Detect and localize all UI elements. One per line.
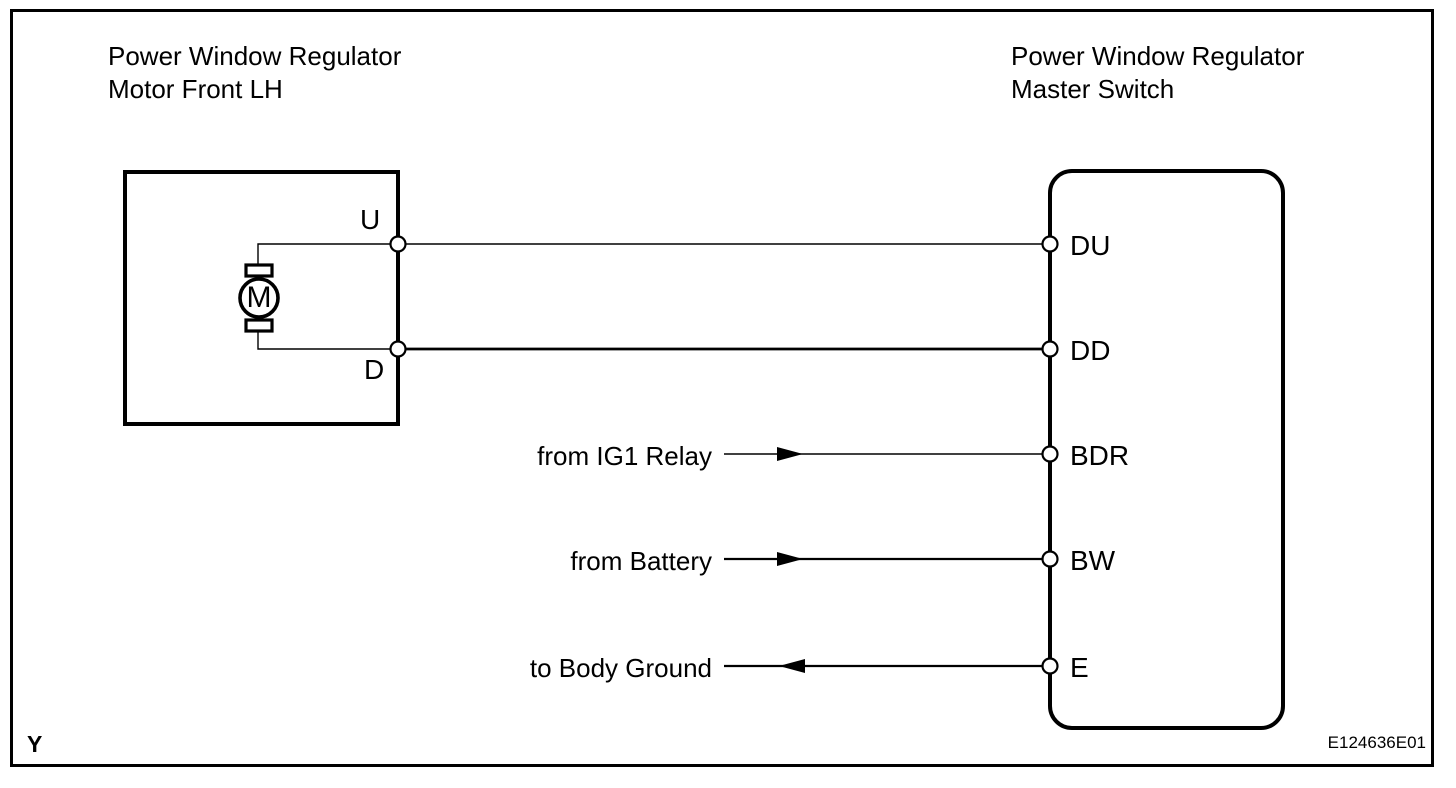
terminal-circle-bw	[1041, 550, 1059, 568]
motor-brush-top	[244, 263, 274, 278]
annotation-from-battery: from Battery	[570, 546, 712, 576]
terminal-label-dd: DD	[1070, 335, 1111, 366]
motor-circle	[238, 277, 280, 319]
terminal-label-bw: BW	[1070, 545, 1116, 576]
master-switch-box	[1048, 169, 1285, 730]
motor-letter: M	[246, 281, 272, 314]
terminal-label-e: E	[1070, 652, 1089, 683]
terminal-circle-u	[389, 235, 407, 253]
terminal-circle-d	[389, 340, 407, 358]
annotation-from-ig1-relay: from IG1 Relay	[537, 441, 712, 471]
arrowhead-ig1-right	[777, 447, 803, 461]
terminal-circle-e	[1041, 657, 1059, 675]
figure-code: E124636E01	[1327, 733, 1426, 752]
wire-u-du	[257, 243, 1050, 350]
arrowhead-battery-right	[777, 552, 803, 566]
right-component-title: Power Window Regulator Master Switch	[1011, 41, 1305, 104]
terminal-circle-dd	[1041, 340, 1059, 358]
terminal-label-d: D	[364, 354, 385, 385]
terminal-circle-du	[1041, 235, 1059, 253]
terminal-label-du: DU	[1070, 230, 1111, 261]
annotation-to-body-ground: to Body Ground	[529, 653, 712, 683]
terminal-label-bdr: BDR	[1070, 440, 1130, 471]
motor-brush-bottom	[244, 318, 274, 333]
section-marker: Y	[27, 731, 43, 757]
arrowhead-ground-left	[779, 659, 805, 673]
left-component-title: Power Window Regulator Motor Front LH	[108, 41, 402, 104]
diagram-frame	[10, 9, 1434, 767]
terminal-label-u: U	[360, 204, 381, 235]
terminal-circle-bdr	[1041, 445, 1059, 463]
